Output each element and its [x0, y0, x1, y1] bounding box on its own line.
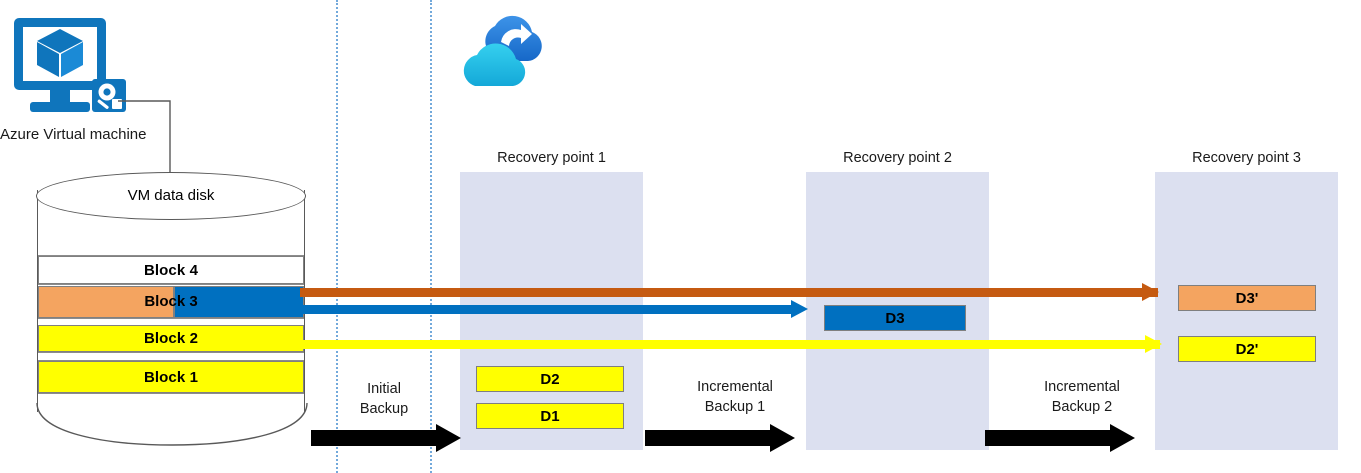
yellow-flow-arrowhead: [1145, 335, 1162, 353]
initial-backup-arrow-shaft: [311, 430, 439, 446]
disk-block-1: Block 1: [38, 361, 304, 393]
blue-flow-shaft: [300, 305, 796, 314]
disk-separator: [38, 360, 304, 361]
cloud-glyph-icon: [463, 15, 542, 86]
monitor-frame-icon: [14, 18, 106, 90]
disk-block-3-orange-part: [38, 286, 174, 318]
vm-to-disk-connector: [118, 100, 171, 199]
guide-line-right: [430, 0, 432, 473]
recovery-point-3-item-d2prime-label: D2': [1235, 340, 1259, 358]
incremental-backup-1-label: Incremental Backup 1: [697, 379, 773, 415]
disk-separator: [38, 393, 304, 394]
recovery-point-1-item-d2-label: D2: [540, 370, 560, 388]
recovery-point-1-item-d1-label: D1: [540, 407, 560, 425]
disk-separator: [38, 255, 304, 256]
initial-backup-arrowhead: [436, 424, 461, 452]
guide-line-left: [336, 0, 338, 473]
orange-flow-arrowhead: [1142, 283, 1159, 301]
disk-separator: [38, 284, 304, 285]
incremental-backup-1-arrow-shaft: [645, 430, 773, 446]
disk-cylinder-bottom: [36, 402, 308, 446]
monitor-base-icon: [30, 102, 90, 112]
recovery-point-2-title: Recovery point 2: [843, 150, 952, 166]
disk-block-3-blue-part: [174, 286, 304, 318]
cube-icon: [37, 29, 83, 77]
incremental-backup-2-arrow-shaft: [985, 430, 1113, 446]
disk-title: VM data disk: [127, 187, 215, 204]
azure-vm-label: Azure Virtual machine: [0, 126, 147, 143]
recovery-point-1-item-d1: D1: [476, 403, 624, 429]
yellow-flow-shaft: [300, 340, 1160, 349]
recovery-point-3-title: Recovery point 3: [1192, 150, 1301, 166]
recovery-point-3-band: [1155, 172, 1338, 450]
disk-separator: [38, 352, 304, 353]
disk-block-4-label: Block 4: [143, 261, 199, 279]
disk-block-3-label: Block 3: [144, 293, 198, 310]
recovery-point-1-title: Recovery point 1: [497, 150, 606, 166]
disk-cylinder-top: [36, 172, 306, 220]
initial-backup-label: Initial Backup: [359, 381, 409, 417]
disk-block-4: Block 4: [38, 256, 304, 284]
disk-block-2-label: Block 2: [143, 330, 199, 347]
azure-virtual-machine-icon: [8, 18, 128, 118]
incremental-backup-1-arrowhead: [770, 424, 795, 452]
disk-separator: [38, 318, 304, 319]
recovery-point-3-item-d3prime-label: D3': [1235, 289, 1259, 307]
orange-flow-shaft: [300, 288, 1158, 297]
incremental-backup-2-arrowhead: [1110, 424, 1135, 452]
recovery-point-2-item-d3: D3: [824, 305, 966, 331]
blue-flow-arrowhead: [791, 300, 808, 318]
disk-block-2: Block 2: [38, 325, 304, 352]
recovery-point-3-item-d2prime: D2': [1178, 336, 1316, 362]
recovery-point-2-item-d3-label: D3: [885, 309, 905, 327]
cloud-backup-icon: [455, 8, 560, 96]
monitor-neck-icon: [50, 90, 70, 104]
recovery-point-3-item-d3prime: D3': [1178, 285, 1316, 311]
disk-block-1-label: Block 1: [143, 368, 199, 386]
recovery-point-1-item-d2: D2: [476, 366, 624, 392]
disk-block-3: Block 3: [38, 286, 304, 318]
disk-badge-glyph-icon: [97, 83, 122, 109]
incremental-backup-2-label: Incremental Backup 2: [1044, 379, 1120, 415]
